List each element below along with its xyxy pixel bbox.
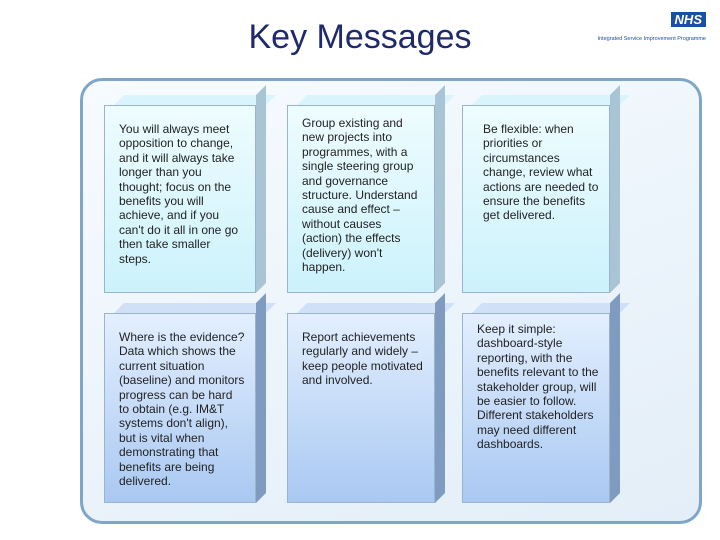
message-text: You will always meet opposition to chang… bbox=[104, 105, 256, 293]
message-card-5: Report achievements regularly and widely… bbox=[287, 293, 455, 503]
message-card-1: You will always meet opposition to chang… bbox=[104, 85, 276, 293]
message-card-4: Where is the evidence? Data which shows … bbox=[104, 293, 276, 503]
nhs-logo: NHS Integrated Service Improvement Progr… bbox=[586, 12, 706, 46]
message-text: Be flexible: when priorities or circumst… bbox=[462, 105, 610, 293]
message-card-2: Group existing and new projects into pro… bbox=[287, 85, 455, 293]
message-card-6: Keep it simple: dashboard-style reportin… bbox=[462, 293, 630, 503]
message-text: Where is the evidence? Data which shows … bbox=[104, 313, 256, 503]
page-title: Key Messages bbox=[248, 18, 472, 56]
programme-name: Integrated Service Improvement Programme bbox=[597, 36, 706, 42]
message-card-3: Be flexible: when priorities or circumst… bbox=[462, 85, 630, 293]
nhs-logo-mark: NHS bbox=[670, 12, 706, 27]
message-text: Keep it simple: dashboard-style reportin… bbox=[462, 313, 610, 503]
message-text: Report achievements regularly and widely… bbox=[287, 313, 435, 503]
message-text: Group existing and new projects into pro… bbox=[287, 105, 435, 293]
